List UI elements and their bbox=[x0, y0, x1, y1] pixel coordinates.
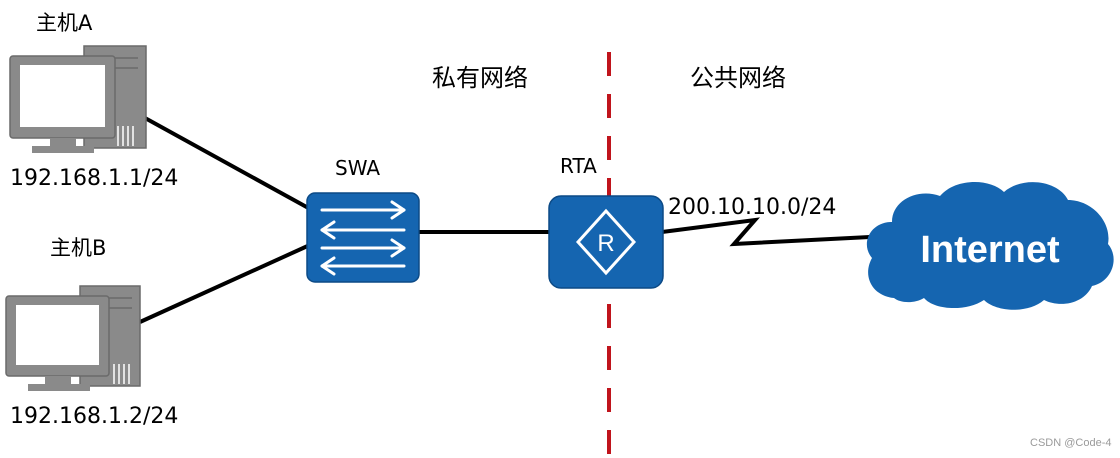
host-a-name: 主机A bbox=[36, 11, 93, 35]
link-hostA-switch bbox=[144, 116, 313, 212]
internet-cloud-icon: Internet bbox=[866, 181, 1114, 310]
private-network-label: 私有网络 bbox=[432, 64, 528, 92]
router-symbol: R bbox=[597, 230, 614, 257]
internet-label: Internet bbox=[920, 229, 1060, 271]
wan-link-lightning bbox=[661, 217, 871, 247]
watermark: CSDN @Code-4 bbox=[1030, 437, 1111, 449]
router-label: RTA bbox=[560, 154, 597, 178]
host-a-ip: 192.168.1.1/24 bbox=[10, 166, 178, 191]
wan-subnet-label: 200.10.10.0/24 bbox=[668, 195, 836, 220]
public-network-label: 公共网络 bbox=[690, 64, 786, 92]
switch-label: SWA bbox=[335, 156, 380, 180]
host-b-name: 主机B bbox=[50, 236, 106, 260]
switch-icon bbox=[306, 192, 420, 283]
link-hostB-switch bbox=[139, 242, 313, 324]
host-b-pc-icon bbox=[5, 285, 141, 391]
router-icon: R bbox=[548, 195, 664, 289]
host-b-ip: 192.168.1.2/24 bbox=[10, 404, 178, 429]
host-a-pc-icon bbox=[9, 45, 147, 153]
